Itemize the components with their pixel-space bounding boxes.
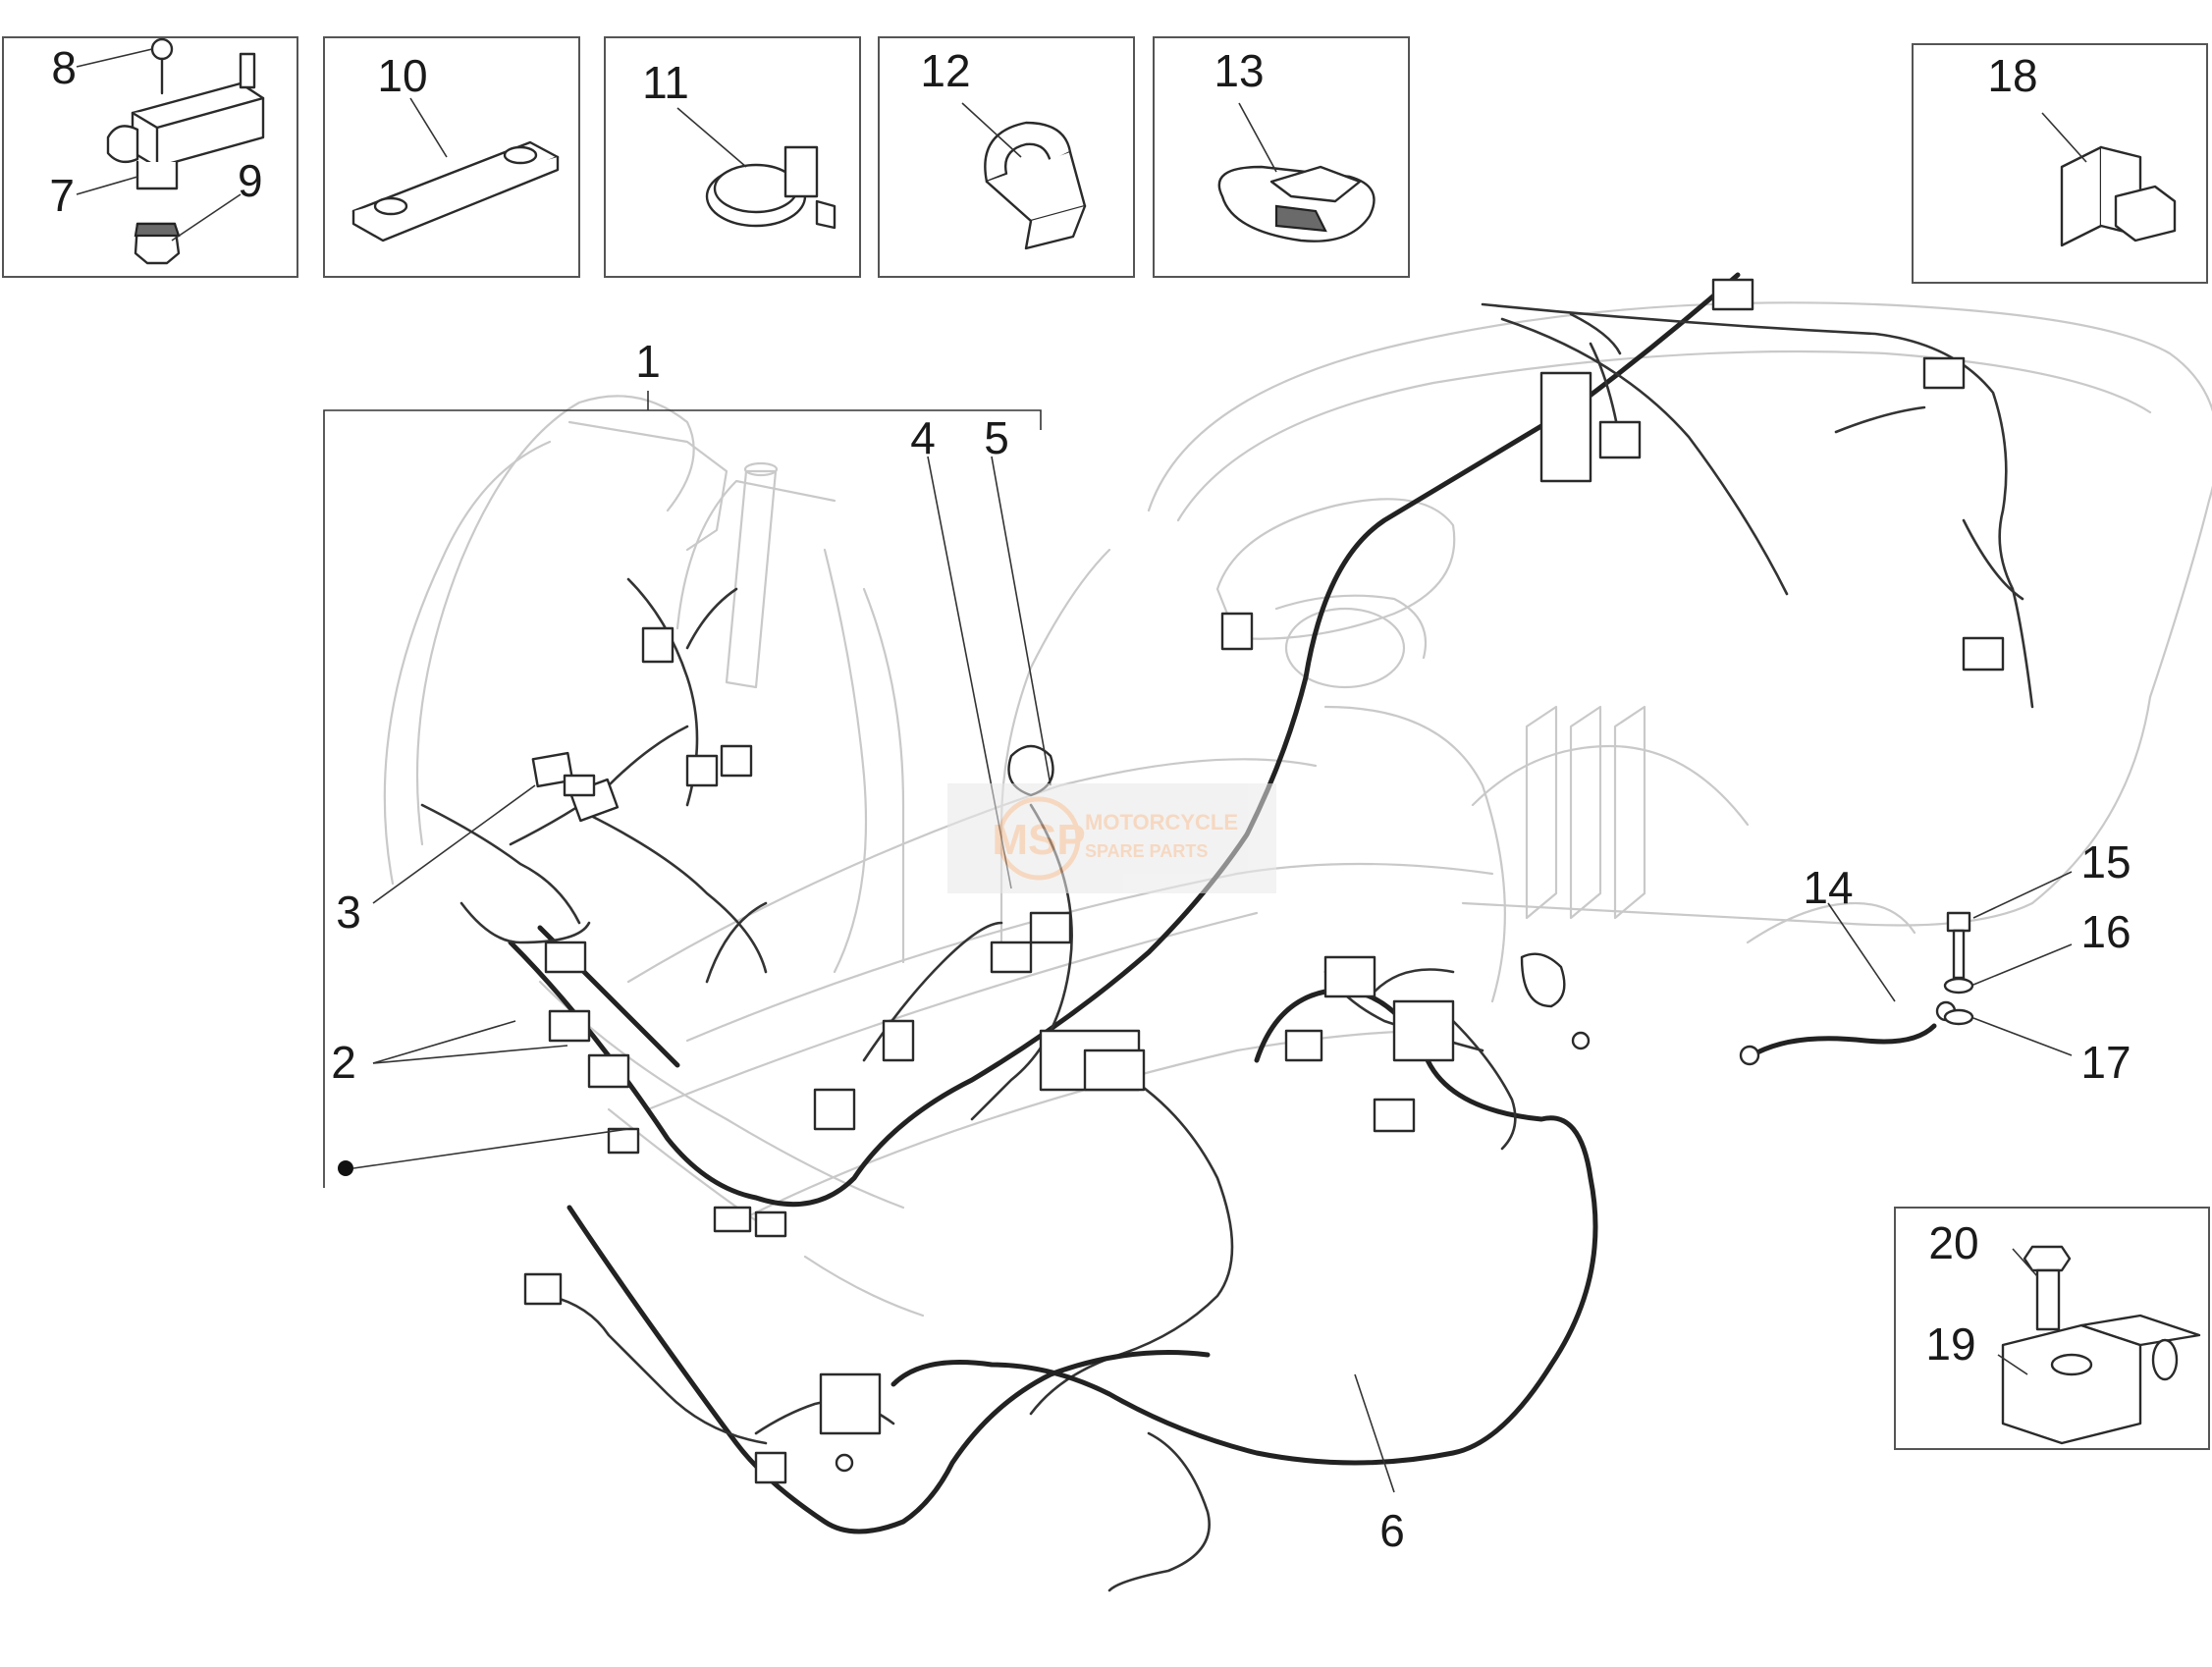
watermark-line2: SPARE PARTS <box>1085 841 1208 861</box>
callout-17: 17 <box>2080 1037 2131 1088</box>
inset-box-11 <box>604 36 861 278</box>
inset-box-18 <box>1912 43 2208 284</box>
callout-10: 10 <box>377 50 427 101</box>
callout-5: 5 <box>984 412 1009 463</box>
callout-11: 11 <box>642 57 689 108</box>
main-wiring-harness <box>420 272 2034 1592</box>
callout-18: 18 <box>1987 50 2037 101</box>
inset-box-12 <box>878 36 1135 278</box>
watermark-logo: MSP <box>992 816 1085 864</box>
watermark-line1: MOTORCYCLE <box>1085 810 1238 834</box>
callout-labels: 8 7 9 10 11 12 13 18 1 4 5 3 2 6 14 15 1… <box>49 42 2131 1556</box>
bullet-marker <box>338 1160 353 1176</box>
inset-box-10 <box>323 36 580 278</box>
callout-3: 3 <box>336 887 361 938</box>
callout-12: 12 <box>920 45 970 96</box>
callout-13: 13 <box>1214 45 1264 96</box>
part-1-group-bracket <box>323 391 1042 1188</box>
inset-box-13 <box>1153 36 1410 278</box>
callout-8: 8 <box>51 42 77 93</box>
leader-lines <box>372 456 1395 1493</box>
callout-20: 20 <box>1928 1217 1978 1268</box>
callout-19: 19 <box>1925 1318 1975 1370</box>
callout-4: 4 <box>910 412 936 463</box>
battery-ground-cable <box>1739 871 2073 1066</box>
callout-15: 15 <box>2080 836 2131 887</box>
inset-box-7-8-9 <box>2 36 298 278</box>
callout-7: 7 <box>49 170 75 221</box>
callout-9: 9 <box>238 155 263 206</box>
callout-14: 14 <box>1803 862 1853 913</box>
harness-connectors <box>523 278 2005 1484</box>
inset-box-19-20 <box>1894 1207 2210 1450</box>
scooter-body-outline <box>383 301 2212 1317</box>
callout-6: 6 <box>1379 1505 1405 1556</box>
msp-watermark: MSP MOTORCYCLE SPARE PARTS <box>947 783 1276 893</box>
callout-1: 1 <box>635 336 661 387</box>
callout-16: 16 <box>2080 906 2131 957</box>
callout-2: 2 <box>331 1037 356 1088</box>
